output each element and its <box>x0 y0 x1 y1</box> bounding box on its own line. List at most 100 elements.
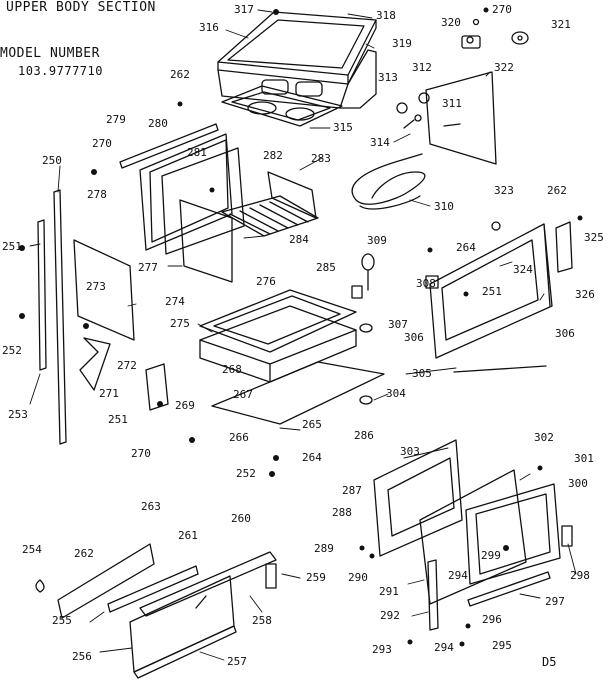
model-number: 103.9777710 <box>18 64 103 78</box>
lamp-socket-parts <box>396 92 430 129</box>
part-number-label: 251 <box>2 240 22 253</box>
left-front-rail <box>37 189 67 445</box>
drawer-top-trim <box>139 551 277 617</box>
model-label: MODEL NUMBER <box>0 46 100 61</box>
part-number-label: 268 <box>222 363 242 376</box>
part-number-label: 276 <box>256 275 276 288</box>
lower-door-glass <box>419 469 527 605</box>
part-number-label: 310 <box>434 200 454 213</box>
part-number-label: 294 <box>448 569 468 582</box>
inner-side-panel <box>179 199 233 283</box>
part-number-label: 307 <box>388 318 408 331</box>
part-number-label: 293 <box>372 643 392 656</box>
drawer-kick-plate <box>133 625 237 679</box>
drawer-runner <box>107 565 199 613</box>
part-number-label: 262 <box>547 184 567 197</box>
part-number-label: 290 <box>348 571 368 584</box>
part-number-label: 292 <box>380 609 400 622</box>
part-number-label: 261 <box>178 529 198 542</box>
part-number-label: 317 <box>234 3 254 16</box>
part-number-label: 263 <box>141 500 161 513</box>
part-number-label: 298 <box>570 569 590 582</box>
part-number-label: 314 <box>370 136 390 149</box>
part-number-label: 275 <box>170 317 190 330</box>
oven-back-frame <box>217 49 377 109</box>
part-number-label: 253 <box>8 408 28 421</box>
part-number-label: 264 <box>302 451 322 464</box>
part-number-label: 319 <box>392 37 412 50</box>
oven-bottom-plate <box>211 361 385 425</box>
part-number-label: 306 <box>404 331 424 344</box>
part-number-label: 269 <box>175 399 195 412</box>
part-number-label: 256 <box>72 650 92 663</box>
part-number-label: 291 <box>379 585 399 598</box>
right-side-rails <box>453 221 573 373</box>
part-number-label: 287 <box>342 484 362 497</box>
part-number-label: 302 <box>534 431 554 444</box>
part-number-label: 271 <box>99 387 119 400</box>
part-number-label: 254 <box>22 543 42 556</box>
part-number-label: 300 <box>568 477 588 490</box>
handle-259 <box>265 563 277 589</box>
part-number-label: 262 <box>170 68 190 81</box>
part-number-label: 320 <box>441 16 461 29</box>
part-number-label: 323 <box>494 184 514 197</box>
part-number-label: 282 <box>263 149 283 162</box>
lower-brackets <box>79 337 169 411</box>
part-number-label: 324 <box>513 263 533 276</box>
part-number-label: 277 <box>138 261 158 274</box>
part-number-label: 279 <box>106 113 126 126</box>
part-number-label: 280 <box>148 117 168 130</box>
part-number-label: 264 <box>456 241 476 254</box>
switch-bracket-part <box>461 18 529 49</box>
oven-top-frame <box>217 11 377 85</box>
part-number-label: 305 <box>412 367 432 380</box>
rear-wall-panel <box>425 71 497 165</box>
part-number-label: 326 <box>575 288 595 301</box>
part-number-label: 255 <box>52 614 72 627</box>
part-number-label: 286 <box>354 429 374 442</box>
inner-side-liner <box>161 147 245 255</box>
part-number-label: 316 <box>199 21 219 34</box>
part-number-label: 308 <box>416 277 436 290</box>
leader-lines <box>29 9 577 661</box>
clip-254 <box>35 579 45 593</box>
part-number-label: 313 <box>378 71 398 84</box>
part-number-label: 294 <box>434 641 454 654</box>
oven-rack <box>221 195 319 237</box>
part-number-label: 301 <box>574 452 594 465</box>
part-number-label: 274 <box>165 295 185 308</box>
part-number-label: 311 <box>442 97 462 110</box>
part-number-label: 322 <box>494 61 514 74</box>
part-number-label: 272 <box>117 359 137 372</box>
part-number-label: 289 <box>314 542 334 555</box>
side-insulation <box>139 133 233 251</box>
part-number-label: 273 <box>86 280 106 293</box>
left-side-panel <box>73 239 135 341</box>
part-number-label: 270 <box>492 3 512 16</box>
part-number-label: 252 <box>236 467 256 480</box>
part-number-label: 304 <box>386 387 406 400</box>
part-number-label: 285 <box>316 261 336 274</box>
part-number-label: 250 <box>42 154 62 167</box>
part-number-label: 270 <box>92 137 112 150</box>
part-number-label: 312 <box>412 61 432 74</box>
drip-pan <box>221 85 343 127</box>
part-number-label: 281 <box>187 146 207 159</box>
diagram-code: D5 <box>542 655 557 669</box>
part-number-label: 325 <box>584 231 604 244</box>
part-number-label: 315 <box>333 121 353 134</box>
fastener-323 <box>491 221 501 231</box>
part-number-label: 306 <box>555 327 575 340</box>
part-number-label: 318 <box>376 9 396 22</box>
part-number-label: 259 <box>306 571 326 584</box>
door-hinge-rails <box>427 525 573 631</box>
knob-and-spacers <box>351 253 375 405</box>
side-trim-rail <box>119 123 219 169</box>
shield-bracket <box>267 171 317 219</box>
part-number-label: 260 <box>231 512 251 525</box>
part-number-label: 299 <box>481 549 501 562</box>
part-number-label: 258 <box>252 614 272 627</box>
